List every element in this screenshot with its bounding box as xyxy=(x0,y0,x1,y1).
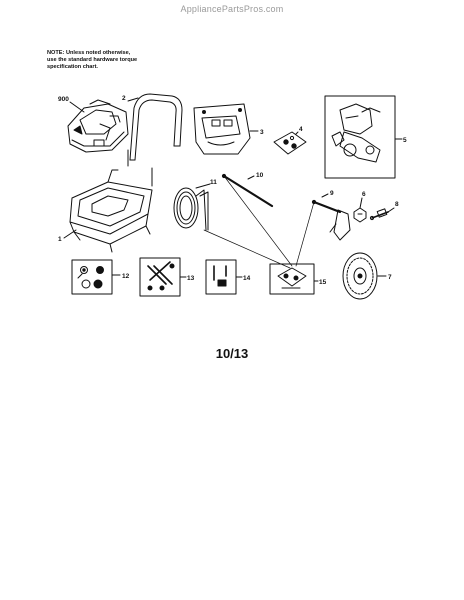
leader-line xyxy=(63,229,77,239)
callout-10: 10 xyxy=(256,172,264,179)
callout-4: 4 xyxy=(299,126,303,133)
kit-15-frame xyxy=(269,263,315,295)
callout-3: 3 xyxy=(260,129,264,136)
callout-15: 15 xyxy=(319,279,327,286)
callout-11: 11 xyxy=(210,179,217,186)
callout-900: 900 xyxy=(58,96,69,103)
leader-line xyxy=(127,97,139,102)
pump-frame xyxy=(324,95,396,179)
note-line-3: specification chart. xyxy=(47,64,98,70)
leader-line xyxy=(359,197,363,209)
hose-part xyxy=(173,187,209,231)
callout-13: 13 xyxy=(187,275,195,282)
bracket-part xyxy=(273,131,307,155)
connection-lines xyxy=(203,175,315,269)
callout-5: 5 xyxy=(403,137,407,144)
note-line-1: NOTE: Unless noted otherwise, xyxy=(47,50,131,56)
gun-part xyxy=(311,199,351,241)
kit-14-part xyxy=(213,265,227,287)
wheel-part xyxy=(342,252,378,300)
leader-line xyxy=(195,183,211,189)
frame-part xyxy=(69,169,153,253)
callout-12: 12 xyxy=(122,273,130,280)
callout-1: 1 xyxy=(58,236,62,243)
kit-12-part xyxy=(77,266,104,289)
panel-part xyxy=(193,103,251,155)
kit-13-part xyxy=(147,261,175,291)
page-number: 10/13 xyxy=(215,346,249,361)
valve-part xyxy=(369,208,389,221)
kit-15-part xyxy=(277,267,307,289)
callout-6: 6 xyxy=(362,191,366,198)
kit-12-frame xyxy=(71,259,113,295)
leader-line xyxy=(69,101,85,113)
callout-7: 7 xyxy=(388,274,392,281)
leader-line xyxy=(321,193,329,198)
pump-part xyxy=(331,103,381,163)
wand-part xyxy=(221,173,274,208)
callout-8: 8 xyxy=(395,201,399,208)
leader-line xyxy=(247,175,255,180)
cap-part xyxy=(353,207,367,223)
leader-line xyxy=(387,207,395,213)
kit-14-frame xyxy=(205,259,237,295)
torque-note: NOTE: Unless noted otherwise, use the st… xyxy=(47,50,197,71)
handle-part xyxy=(127,93,183,187)
engine-part xyxy=(67,99,129,153)
watermark: AppliancePartsPros.com xyxy=(180,4,284,14)
callout-9: 9 xyxy=(330,190,334,197)
callout-14: 14 xyxy=(243,275,251,282)
note-line-2: use the standard hardware torque xyxy=(47,57,138,63)
callout-2: 2 xyxy=(122,95,126,102)
leader-line xyxy=(295,131,299,135)
